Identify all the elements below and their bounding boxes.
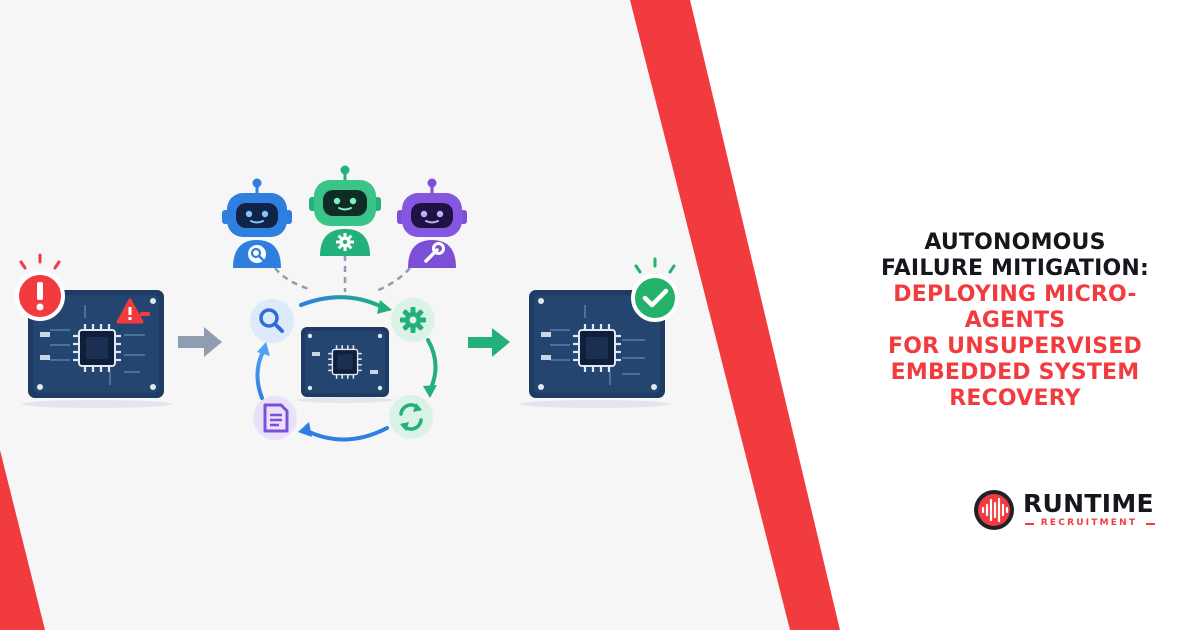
failing-board: [15, 253, 172, 408]
brand-tagline: RECRUITMENT: [1040, 518, 1138, 528]
logo-dash-left: [1025, 523, 1034, 525]
headline-line-1: AUTONOMOUS: [924, 230, 1106, 255]
headline-line-6: RECOVERY: [949, 386, 1081, 411]
search-icon: [250, 299, 294, 343]
headline-line-4: FOR UNSUPERVISED: [888, 334, 1142, 359]
arrow-right-icon: [468, 328, 510, 357]
robot-icon: [222, 165, 467, 268]
gear-icon: [391, 298, 435, 342]
headline-line-2: FAILURE MITIGATION:: [881, 256, 1149, 281]
alert-icon: [15, 253, 65, 321]
recovered-board: [520, 257, 679, 408]
brand-logo: RUNTIME RECRUITMENT: [972, 487, 1162, 533]
brand-mark-icon: [974, 490, 1014, 530]
red-diagonal-stripe-left: [0, 450, 45, 630]
headline: AUTONOMOUS FAILURE MITIGATION: DEPLOYING…: [850, 230, 1180, 412]
brand-name: RUNTIME: [1023, 489, 1154, 518]
warning-icon: [116, 298, 144, 324]
logo-dash-right: [1146, 523, 1155, 525]
wrench-icon: [424, 242, 445, 263]
refresh-icon: [389, 395, 433, 439]
arrow-right-icon: [178, 327, 222, 357]
recovery-cycle: [250, 255, 438, 442]
checkmark-icon: [631, 257, 679, 322]
headline-line-3: DEPLOYING MICRO-AGENTS: [893, 282, 1137, 333]
red-diagonal-stripe-right: [630, 0, 840, 630]
document-icon: [253, 396, 297, 440]
headline-line-5: EMBEDDED SYSTEM: [890, 360, 1140, 385]
